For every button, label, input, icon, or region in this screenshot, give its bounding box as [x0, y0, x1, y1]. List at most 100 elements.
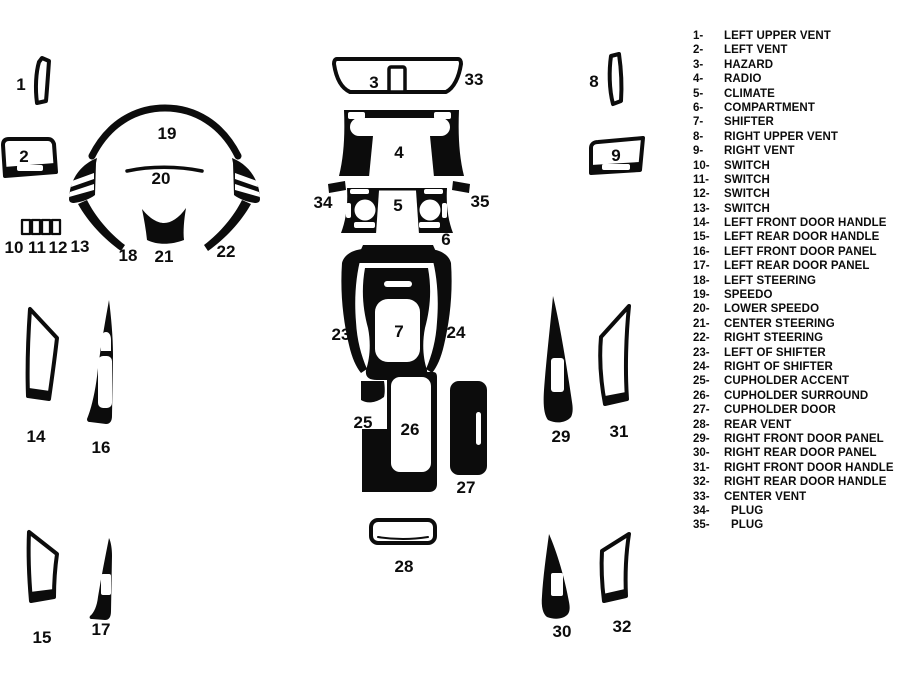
part-number-25: 25: [354, 413, 373, 432]
legend-item-number: 18-: [693, 274, 710, 287]
legend-item-label: LEFT REAR DOOR PANEL: [724, 260, 870, 273]
part-number-22: 22: [217, 242, 236, 261]
legend-item-label: SWITCH: [724, 188, 770, 201]
part-4-radio: 4: [339, 110, 464, 177]
part-5-slot-edge-right: [442, 203, 447, 218]
part-4-slot-right: [434, 112, 451, 119]
legend-item-label: RIGHT UPPER VENT: [724, 130, 839, 143]
part-21-shape: [142, 208, 186, 244]
part-17-left-rear-door-panel: 17: [89, 538, 112, 639]
legend-item-26: 26-CUPHOLDER SURROUND: [693, 390, 894, 404]
switch-12: [40, 218, 52, 236]
part-14-outline: [25, 307, 59, 401]
legend-item-number: 33-: [693, 490, 710, 503]
part-21-center-steering: 21: [142, 208, 186, 266]
legend-item-number: 26-: [693, 389, 710, 402]
legend-item-label: RIGHT FRONT DOOR HANDLE: [724, 461, 894, 474]
legend-item-number: 27-: [693, 404, 710, 417]
part-number-26: 26: [401, 420, 420, 439]
part-31-right-front-door-handle: 31: [598, 304, 631, 441]
legend-item-label: COMPARTMENT: [724, 101, 815, 114]
legend-item-number: 10-: [693, 159, 710, 172]
part-9-right-vent: 9: [589, 136, 645, 175]
legend-item-label: SPEEDO: [724, 289, 773, 302]
part-34-plug: 34: [314, 181, 346, 212]
legend-item-label: SWITCH: [724, 202, 770, 215]
legend-item-number: 7-: [693, 116, 704, 129]
legend-item-7: 7-SHIFTER: [693, 116, 894, 130]
legend-item-number: 13-: [693, 202, 710, 215]
part-number-29: 29: [552, 427, 571, 446]
legend-item-number: 22-: [693, 332, 710, 345]
legend-item-number: 3-: [693, 58, 704, 71]
part-29-right-front-door-panel: 29: [543, 296, 573, 446]
part-25-cupholder-accent: 25: [354, 381, 385, 432]
part-6-compartment: 6: [353, 230, 451, 263]
part-5-climate: 5: [341, 188, 453, 234]
legend-item-label: RIGHT REAR DOOR HANDLE: [724, 476, 887, 489]
part-30-right-rear-door-panel: 30: [541, 534, 572, 641]
part-35-bar: [452, 181, 470, 193]
part-30-window: [551, 573, 563, 596]
part-16-dome-cutout: [101, 332, 111, 351]
part-5-knob-left: [354, 199, 376, 221]
part-22-tail: [204, 200, 251, 251]
part-27-door: [450, 381, 487, 475]
part-number-27: 27: [457, 478, 476, 497]
part-27-handle-slit: [476, 412, 481, 445]
part-7-shifter: 7: [362, 268, 431, 380]
legend-item-23: 23-LEFT OF SHIFTER: [693, 347, 894, 361]
legend-item-number: 12-: [693, 188, 710, 201]
part-number-18: 18: [119, 246, 138, 265]
legend-item-label: CENTER VENT: [724, 490, 807, 503]
part-number-31: 31: [610, 422, 629, 441]
legend-item-18: 18-LEFT STEERING: [693, 275, 894, 289]
part-28-rear-vent: 28: [369, 518, 437, 576]
legend-item-number: 29-: [693, 432, 710, 445]
part-number-20: 20: [152, 169, 171, 188]
part-6-band: [353, 245, 443, 263]
part-number-11: 11: [28, 238, 46, 257]
legend-item-22: 22-RIGHT STEERING: [693, 332, 894, 346]
part-2-left-vent: 2: [1, 137, 58, 178]
part-4-slot-left: [348, 112, 365, 119]
part-number-7: 7: [394, 322, 403, 341]
legend-item-number: 2-: [693, 44, 704, 57]
part-1-outline: [33, 56, 51, 105]
legend-item-number: 16-: [693, 245, 710, 258]
part-number-10: 10: [5, 238, 24, 257]
legend-item-number: 5-: [693, 87, 704, 100]
part-17-blade: [89, 538, 112, 620]
legend-item-30: 30-RIGHT REAR DOOR PANEL: [693, 447, 894, 461]
legend-item-label: CUPHOLDER ACCENT: [724, 375, 850, 388]
part-number-32: 32: [613, 617, 632, 636]
legend-item-number: 30-: [693, 447, 710, 460]
legend-item-number: 6-: [693, 101, 704, 114]
legend-item-number: 17-: [693, 260, 710, 273]
part-32-right-rear-door-handle: 32: [599, 532, 632, 636]
part-number-33: 33: [465, 70, 484, 89]
part-2-slot: [17, 165, 43, 171]
legend-item-number: 35-: [693, 519, 710, 532]
part-8-right-upper-vent: 8: [589, 52, 624, 106]
part-20-arc: [125, 165, 204, 173]
legend-item-number: 8-: [693, 130, 704, 143]
legend-item-29: 29-RIGHT FRONT DOOR PANEL: [693, 433, 894, 447]
part-number-30: 30: [553, 622, 572, 641]
part-26-cupholder-surround: 26: [362, 372, 437, 492]
legend-item-14: 14-LEFT FRONT DOOR HANDLE: [693, 217, 894, 231]
legend-item-21: 21-CENTER STEERING: [693, 318, 894, 332]
legend-item-number: 9-: [693, 145, 704, 158]
legend-item-label: RIGHT VENT: [724, 145, 795, 158]
legend-item-label: LEFT UPPER VENT: [724, 30, 831, 42]
part-number-14: 14: [27, 427, 46, 446]
part-23-left-of-shifter: 23: [332, 249, 367, 373]
part-29-window: [551, 358, 564, 392]
part-28-inner-line: [377, 536, 429, 540]
legend-item-number: 11-: [693, 173, 709, 186]
legend-item-20: 20-LOWER SPEEDO: [693, 303, 894, 317]
legend-item-32: 32-RIGHT REAR DOOR HANDLE: [693, 476, 894, 490]
part-4-knob-bar: [350, 118, 450, 136]
part-18-stripe-2: [69, 184, 94, 197]
